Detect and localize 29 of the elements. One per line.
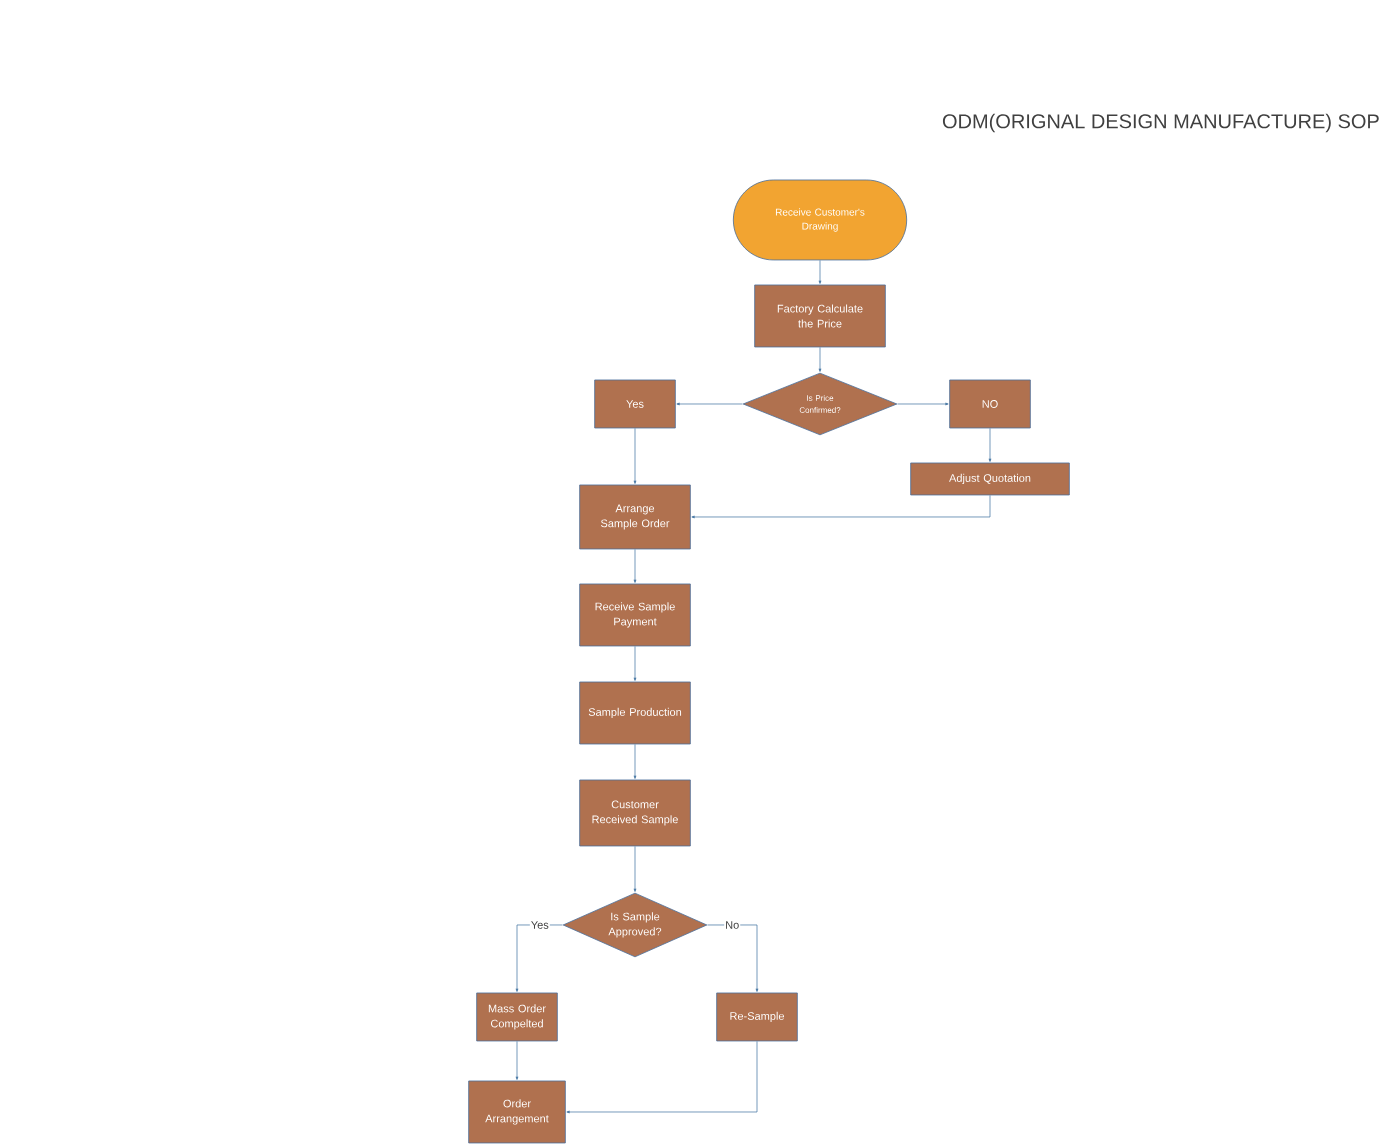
arrow [633,846,637,892]
process-box: Factory Calculate the Price [754,284,886,348]
arrow [897,402,949,406]
arrow [707,924,759,992]
process-box: NO [949,379,1031,429]
process-box: Customer Received Sample [579,779,691,847]
title: ODM(ORIGNAL DESIGN MANUFACTURE) SOP [942,113,1379,133]
arrow [818,260,822,284]
arrow [818,347,822,372]
arrow [566,1041,758,1114]
arrow [633,744,637,779]
arrow [633,549,637,583]
process-box: Re-Sample [716,992,798,1042]
edge-label: No [724,920,741,930]
process-box: Yes [594,379,676,429]
process-box: Order Arrangement [468,1080,566,1144]
edge-label: Yes [529,920,550,930]
arrow [515,1041,519,1080]
arrow [633,428,637,484]
arrow [676,402,743,406]
process-box: Mass Order Compelted [476,992,558,1042]
arrow [691,495,991,519]
arrow [515,924,563,992]
process-box: Receive Sample Payment [579,583,691,647]
process-box: Sample Production [579,681,691,745]
arrow [988,428,992,462]
process-box: Arrange Sample Order [579,484,691,550]
arrow [633,646,637,681]
process-box: Adjust Quotation [910,462,1070,496]
